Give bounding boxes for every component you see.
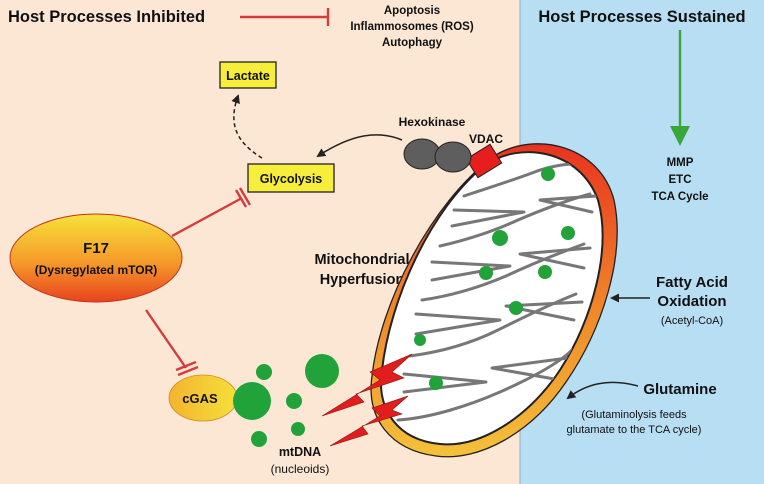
fao-note: (Acetyl-CoA): [661, 315, 723, 327]
mtdna-nucleoids: [233, 354, 339, 447]
lactate-box: [219, 61, 277, 89]
glutamine-note2: glutamate to the TCA cycle): [567, 424, 702, 436]
mito-hyperfusion-line2: Hyperfusion: [320, 272, 405, 288]
lactate-label: Lactate: [226, 69, 270, 83]
left-panel-title: Host Processes Inhibited: [8, 8, 205, 26]
fao-line1: Fatty Acid: [656, 274, 728, 291]
mito-hyperfusion-line1: Mitochondrial: [314, 252, 409, 268]
hexokinase-label: Hexokinase: [399, 115, 466, 129]
mitochondrion: [370, 143, 618, 458]
f17-title: F17: [83, 240, 109, 257]
f17-subtitle: (Dysregylated mTOR): [35, 263, 157, 277]
vdac-channel: [465, 143, 503, 179]
sustained-item-tca: TCA Cycle: [651, 191, 708, 203]
glutamine-arrow: [566, 381, 639, 400]
glutamine-label: Glutamine: [643, 381, 716, 398]
sustained-item-etc: ETC: [669, 174, 692, 186]
matrix-dna-spots: [414, 167, 575, 390]
sustain-arrow: [670, 30, 690, 146]
vdac-label: VDAC: [469, 132, 503, 146]
glycolysis-box: [247, 163, 335, 193]
glutamine-note1: (Glutaminolysis feeds: [581, 409, 687, 421]
inhibit-host-processes: [240, 8, 330, 26]
glycolysis-to-lactate-arrow: [231, 94, 263, 159]
f17-inhibits-glycolysis: [171, 187, 252, 238]
inhibited-item-apoptosis: Apoptosis: [384, 5, 440, 17]
f17-inhibits-cgas: [145, 309, 199, 377]
nucleoids-label: (nucleoids): [271, 462, 330, 476]
fao-line2: Oxidation: [657, 293, 726, 310]
inhibited-item-inflammosomes: Inflammosomes (ROS): [350, 21, 473, 33]
right-panel-title: Host Processes Sustained: [538, 8, 745, 26]
f17-node: [9, 213, 183, 303]
sustained-item-mmp: MMP: [667, 157, 694, 169]
inhibited-item-autophagy: Autophagy: [382, 37, 443, 49]
mtdna-release-bolts: [321, 353, 413, 447]
mtdna-label: mtDNA: [279, 445, 321, 459]
glycolysis-label: Glycolysis: [260, 172, 323, 186]
hexokinase-enzyme: [403, 138, 472, 173]
cgas-label: cGAS: [182, 391, 218, 406]
hexokinase-to-glycolysis-arrow: [316, 134, 403, 158]
